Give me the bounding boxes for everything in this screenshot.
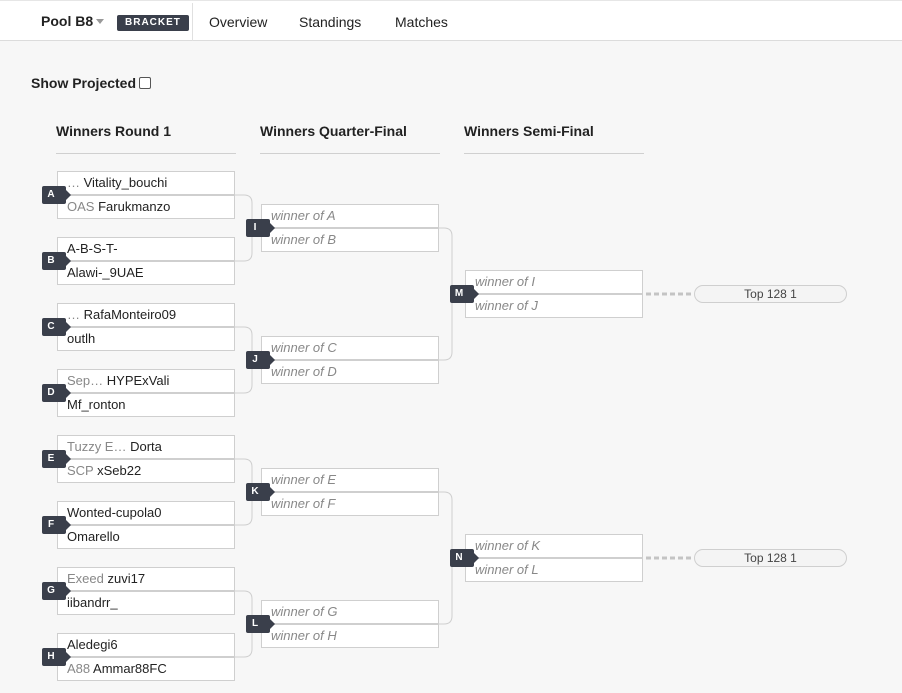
chevron-down-icon[interactable] — [96, 19, 104, 24]
match-c-top[interactable]: … RafaMonteiro09 — [57, 303, 235, 327]
result-pill-n[interactable]: Top 128 1 — [694, 549, 847, 567]
match-l-top[interactable]: winner of G — [261, 600, 439, 624]
match-tag-c: C — [42, 318, 71, 336]
match-l-bottom[interactable]: winner of H — [261, 624, 439, 648]
match-tag-e: E — [42, 450, 71, 468]
round-divider — [464, 153, 644, 154]
tab-standings[interactable]: Standings — [299, 14, 362, 30]
match-tag-n: N — [450, 549, 479, 567]
round-header-sf: Winners Semi-Final — [464, 123, 594, 139]
match-j-top[interactable]: winner of C — [261, 336, 439, 360]
match-g-top[interactable]: Exeed zuvi17 — [57, 567, 235, 591]
header-divider — [192, 3, 193, 41]
round-divider — [56, 153, 236, 154]
show-projected-checkbox[interactable] — [139, 77, 151, 89]
match-i-bottom[interactable]: winner of B — [261, 228, 439, 252]
match-tag-h: H — [42, 648, 71, 666]
result-pill-m[interactable]: Top 128 1 — [694, 285, 847, 303]
match-a-bottom[interactable]: OAS Farukmanzo — [57, 195, 235, 219]
match-g-bottom[interactable]: iibandrr_ — [57, 591, 235, 615]
match-i-top[interactable]: winner of A — [261, 204, 439, 228]
round-divider — [260, 153, 440, 154]
match-m-top[interactable]: winner of I — [465, 270, 643, 294]
match-tag-i: I — [246, 219, 275, 237]
round-header-r1: Winners Round 1 — [56, 123, 171, 139]
match-tag-f: F — [42, 516, 71, 534]
match-n-top[interactable]: winner of K — [465, 534, 643, 558]
tab-matches[interactable]: Matches — [395, 14, 448, 30]
match-tag-g: G — [42, 582, 71, 600]
match-tag-m: M — [450, 285, 479, 303]
match-n-bottom[interactable]: winner of L — [465, 558, 643, 582]
match-e-top[interactable]: Tuzzy E… Dorta — [57, 435, 235, 459]
round-header-qf: Winners Quarter-Final — [260, 123, 407, 139]
match-c-bottom[interactable]: outlh — [57, 327, 235, 351]
bracket-badge: BRACKET — [117, 15, 189, 31]
match-h-top[interactable]: Aledegi6 — [57, 633, 235, 657]
match-tag-l: L — [246, 615, 275, 633]
match-m-bottom[interactable]: winner of J — [465, 294, 643, 318]
match-j-bottom[interactable]: winner of D — [261, 360, 439, 384]
match-tag-b: B — [42, 252, 71, 270]
match-k-bottom[interactable]: winner of F — [261, 492, 439, 516]
match-f-bottom[interactable]: Omarello — [57, 525, 235, 549]
match-a-top[interactable]: … Vitality_bouchi — [57, 171, 235, 195]
match-tag-d: D — [42, 384, 71, 402]
top-bar: Pool B8 BRACKET Overview Standings Match… — [0, 0, 902, 41]
match-tag-k: K — [246, 483, 275, 501]
match-d-top[interactable]: Sep… HYPExVali — [57, 369, 235, 393]
match-e-bottom[interactable]: SCP xSeb22 — [57, 459, 235, 483]
tab-overview[interactable]: Overview — [209, 14, 268, 30]
match-f-top[interactable]: Wonted-cupola0 — [57, 501, 235, 525]
match-b-top[interactable]: A-B-S-T- — [57, 237, 235, 261]
match-k-top[interactable]: winner of E — [261, 468, 439, 492]
show-projected-label: Show Projected — [31, 75, 137, 91]
pool-title[interactable]: Pool B8 — [41, 13, 94, 29]
match-b-bottom[interactable]: Alawi-_9UAE — [57, 261, 235, 285]
match-h-bottom[interactable]: A88 Ammar88FC — [57, 657, 235, 681]
match-tag-j: J — [246, 351, 275, 369]
match-tag-a: A — [42, 186, 71, 204]
match-d-bottom[interactable]: Mf_ronton — [57, 393, 235, 417]
